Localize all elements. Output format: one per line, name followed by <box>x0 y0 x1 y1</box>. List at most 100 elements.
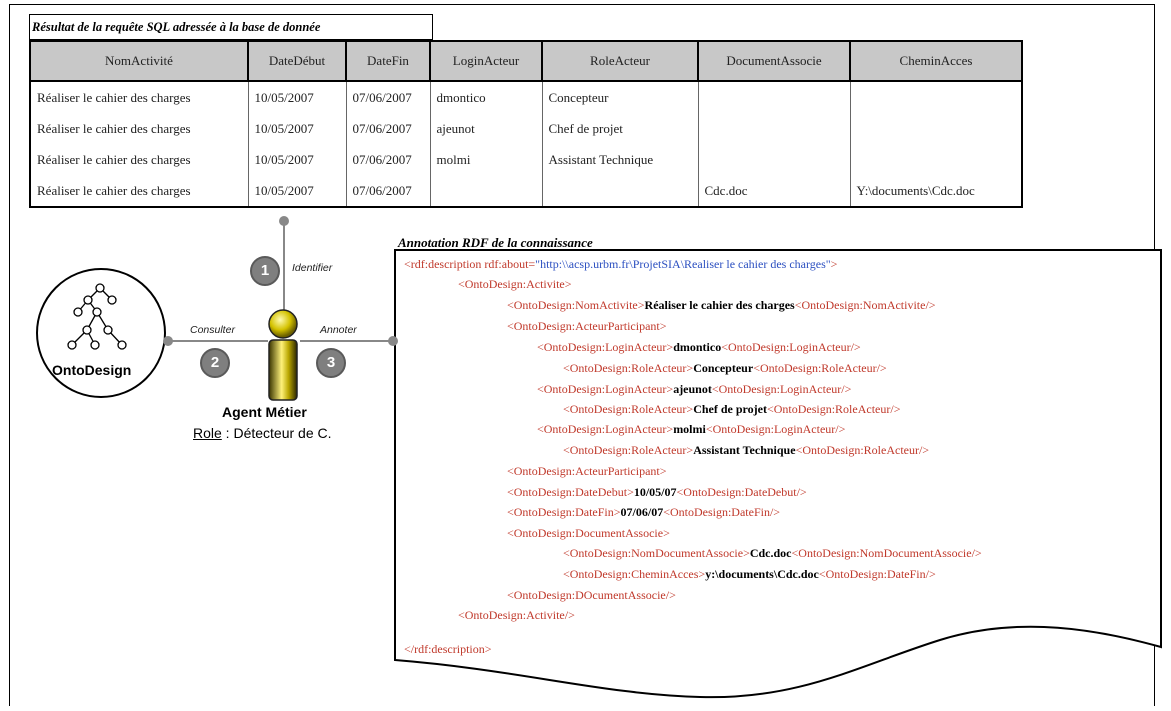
xml-tag: <OntoDesign:NomActivite/> <box>794 298 936 312</box>
step-3-badge: 3 <box>316 348 346 378</box>
xml-value: 07/06/07 <box>620 505 664 519</box>
table-cell: Réaliser le cahier des charges <box>29 144 249 175</box>
table-cell: molmi <box>429 144 543 175</box>
xml-tag: <OntoDesign:DateFin> <box>507 505 621 519</box>
xml-tag: <OntoDesign:LoginActeur/> <box>711 382 852 396</box>
table-cell: Réaliser le cahier des charges <box>29 81 249 113</box>
agent-role-value: : Détecteur de C. <box>221 425 332 441</box>
table-cell: Réaliser le cahier des charges <box>29 175 249 208</box>
xml-tag: <rdf:description rdf:about= <box>404 257 536 271</box>
xml-line: <OntoDesign:DateDebut>10/05/07<OntoDesig… <box>507 483 807 501</box>
connector-dot <box>388 336 398 346</box>
sql-result-table: NomActivité DateDébut DateFin LoginActeu… <box>29 40 1023 208</box>
agent-icon <box>268 309 298 401</box>
connector-dot <box>163 336 173 346</box>
col-header: NomActivité <box>29 40 249 82</box>
rdf-document-shape <box>394 249 1162 699</box>
table-cell: 07/06/2007 <box>345 113 431 144</box>
xml-uri: "http:\\acsp.urbm.fr\ProjetSIA\Realiser … <box>535 257 831 271</box>
table-cell: 07/06/2007 <box>345 144 431 175</box>
table-cell: ajeunot <box>429 113 543 144</box>
xml-tag: <OntoDesign:RoleActeur> <box>563 443 694 457</box>
identifier-label: Identifier <box>292 262 333 274</box>
table-row: Réaliser le cahier des charges 10/05/200… <box>29 81 1023 113</box>
sql-caption-box <box>29 14 433 40</box>
xml-line: </rdf:description> <box>404 640 492 658</box>
xml-tag: <OntoDesign:DateDebut> <box>507 485 634 499</box>
xml-value: Chef de projet <box>693 402 767 416</box>
step-1-badge: 1 <box>250 256 280 286</box>
sql-header-row: NomActivité DateDébut DateFin LoginActeu… <box>29 40 1023 82</box>
xml-tag: <OntoDesign:Activite/> <box>458 608 575 622</box>
xml-line: <OntoDesign:RoleActeur>Concepteur<OntoDe… <box>563 359 887 377</box>
tree-icon <box>67 283 127 350</box>
table-cell: 10/05/2007 <box>247 175 347 208</box>
table-cell: 10/05/2007 <box>247 144 347 175</box>
table-cell: Réaliser le cahier des charges <box>29 113 249 144</box>
table-cell: Concepteur <box>541 81 699 113</box>
xml-tag: <OntoDesign:NomDocumentAssocie> <box>563 546 750 560</box>
col-header: RoleActeur <box>541 40 699 82</box>
xml-line: <OntoDesign:DocumentAssocie> <box>507 524 670 542</box>
xml-tag: > <box>830 257 838 271</box>
xml-tag: <OntoDesign:Activite> <box>458 277 572 291</box>
xml-tag: <OntoDesign:NomDocumentAssocie/> <box>791 546 982 560</box>
xml-tag: <OntoDesign:CheminAcces> <box>563 567 706 581</box>
table-cell: dmontico <box>429 81 543 113</box>
table-row: Réaliser le cahier des charges 10/05/200… <box>29 175 1023 208</box>
xml-line: <OntoDesign:Activite> <box>458 275 572 293</box>
xml-line: <OntoDesign:LoginActeur>ajeunot<OntoDesi… <box>537 380 851 398</box>
xml-tag: <OntoDesign:RoleActeur> <box>563 402 694 416</box>
xml-value: y:\documents\Cdc.doc <box>705 567 819 581</box>
table-cell: Y:\documents\Cdc.doc <box>849 175 1023 208</box>
xml-line: <OntoDesign:ActeurParticipant> <box>507 317 667 335</box>
consulter-label: Consulter <box>190 324 235 336</box>
col-header: DateDébut <box>247 40 347 82</box>
ontology-label: OntoDesign <box>52 362 132 378</box>
xml-value: Assistant Technique <box>693 443 796 457</box>
table-cell <box>697 113 851 144</box>
xml-value: 10/05/07 <box>633 485 677 499</box>
agent-name: Agent Métier <box>222 404 307 420</box>
connector-dot <box>279 216 289 226</box>
xml-tag: <OntoDesign:DateDebut/> <box>676 485 807 499</box>
xml-line: <OntoDesign:LoginActeur>molmi<OntoDesign… <box>537 420 845 438</box>
xml-tag: <OntoDesign:ActeurParticipant> <box>507 464 667 478</box>
xml-value: molmi <box>673 422 706 436</box>
xml-line: <rdf:description rdf:about="http:\\acsp.… <box>404 255 837 273</box>
agent-role-label: Role <box>193 425 222 441</box>
xml-line: <OntoDesign:RoleActeur>Chef de projet<On… <box>563 400 900 418</box>
col-header: DateFin <box>345 40 431 82</box>
table-cell: 07/06/2007 <box>345 175 431 208</box>
table-cell: Chef de projet <box>541 113 699 144</box>
xml-tag: <OntoDesign:RoleActeur/> <box>795 443 930 457</box>
xml-tag: <OntoDesign:LoginActeur/> <box>705 422 846 436</box>
table-row: Réaliser le cahier des charges 10/05/200… <box>29 113 1023 144</box>
table-cell <box>697 144 851 175</box>
xml-line: <OntoDesign:CheminAcces>y:\documents\Cdc… <box>563 565 936 583</box>
xml-line: <OntoDesign:Activite/> <box>458 606 575 624</box>
xml-value: Cdc.doc <box>749 546 792 560</box>
xml-tag: <OntoDesign:DateFin/> <box>663 505 781 519</box>
col-header: DocumentAssocie <box>697 40 851 82</box>
table-cell <box>849 144 1023 175</box>
xml-tag: <OntoDesign:LoginActeur> <box>537 422 674 436</box>
xml-tag: <OntoDesign:LoginActeur> <box>537 382 674 396</box>
xml-line: <OntoDesign:DOcumentAssocie/> <box>507 586 676 604</box>
annoter-label: Annoter <box>320 324 357 336</box>
agent-role: Role : Détecteur de C. <box>193 425 332 441</box>
xml-line: <OntoDesign:DateFin>07/06/07<OntoDesign:… <box>507 503 780 521</box>
table-cell: Cdc.doc <box>697 175 851 208</box>
ontology-circle <box>36 268 166 398</box>
xml-tag: <OntoDesign:ActeurParticipant> <box>507 319 667 333</box>
table-cell <box>697 81 851 113</box>
table-cell <box>849 113 1023 144</box>
col-header: CheminAcces <box>849 40 1023 82</box>
xml-line: <OntoDesign:NomDocumentAssocie>Cdc.doc<O… <box>563 544 982 562</box>
xml-tag: <OntoDesign:NomActivite> <box>507 298 645 312</box>
xml-tag: <OntoDesign:DOcumentAssocie/> <box>507 588 676 602</box>
xml-value: dmontico <box>673 340 722 354</box>
xml-tag: </rdf:description> <box>404 642 492 656</box>
table-cell: 07/06/2007 <box>345 81 431 113</box>
